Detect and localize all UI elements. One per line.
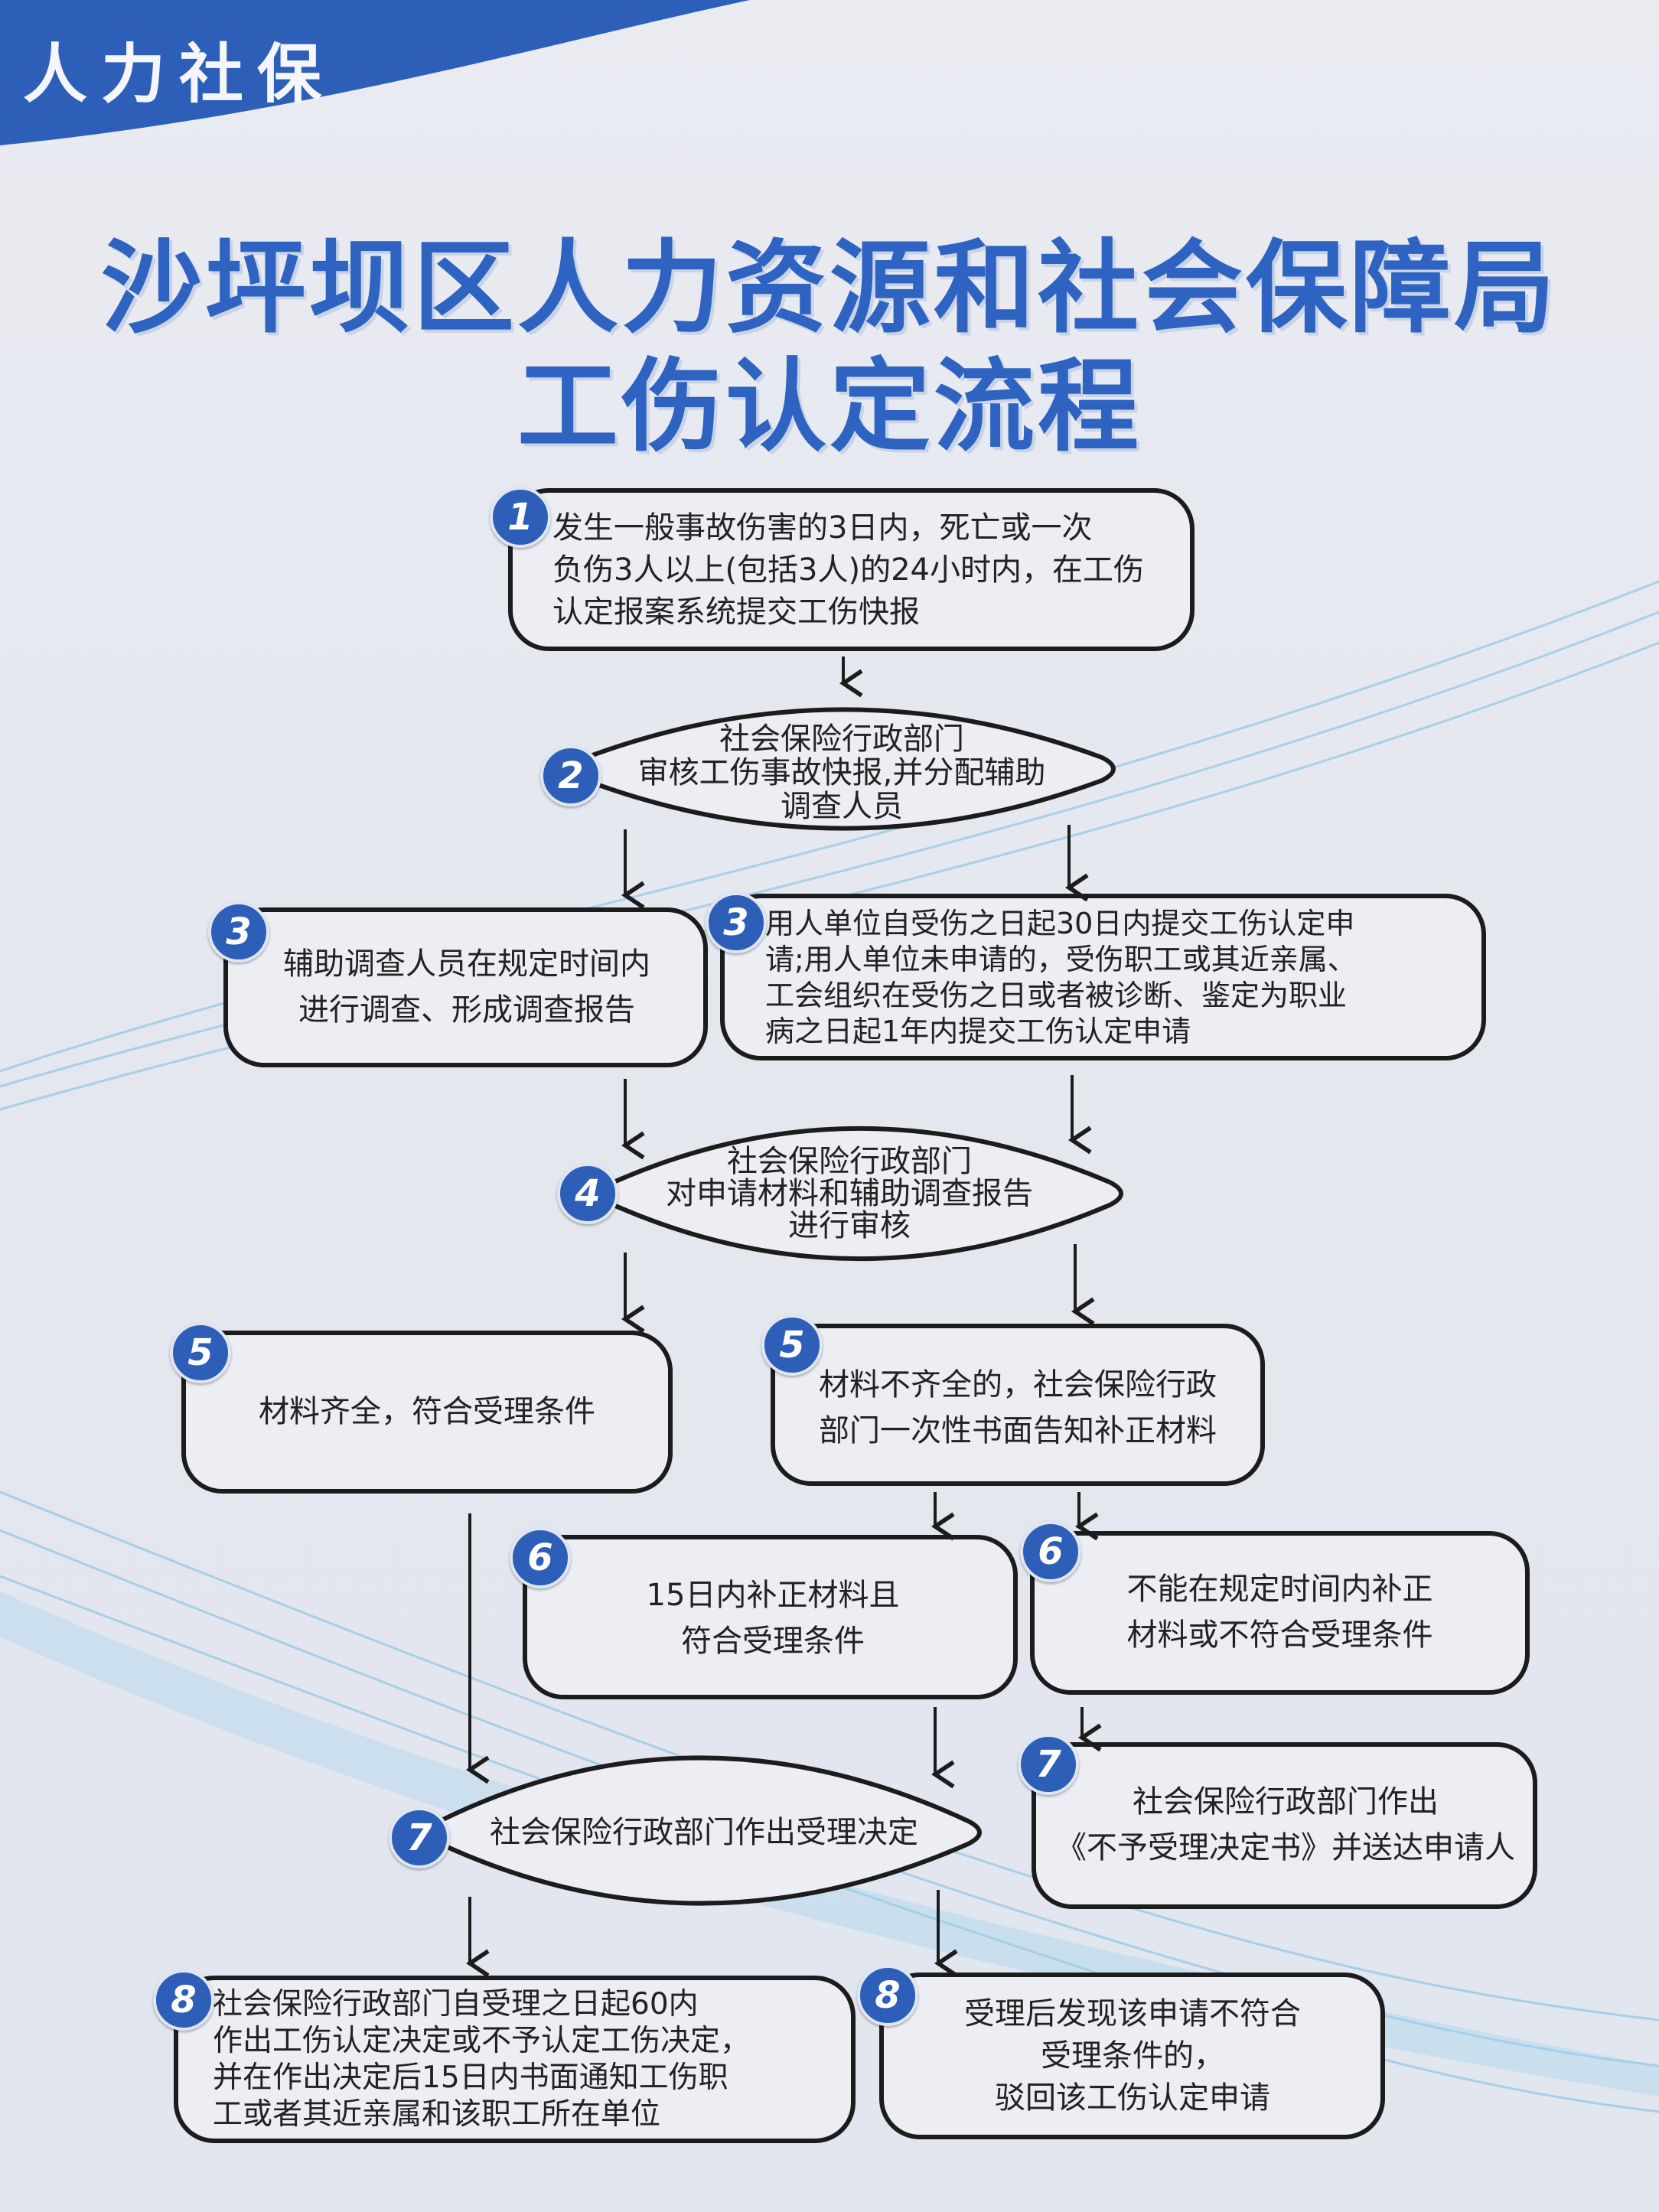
step-badge-6a: 6 bbox=[510, 1527, 571, 1588]
step1-box bbox=[508, 488, 1195, 651]
step5a-box bbox=[181, 1331, 673, 1494]
text-line: 病之日起1年内提交工伤认定申请 bbox=[765, 1015, 1191, 1048]
step4-text: 社会保险行政部门 对申请材料和辅助调查报告 进行审核 bbox=[620, 1136, 1079, 1251]
step2-text: 社会保险行政部门 审核工伤事故快报,并分配辅助 调查人员 bbox=[612, 715, 1071, 830]
text-line: 社会保险行政部门作出 bbox=[1133, 1784, 1439, 1819]
step8b-box bbox=[879, 1973, 1385, 2139]
text-line: 社会保险行政部门 bbox=[719, 722, 964, 757]
step-badge-7a: 7 bbox=[389, 1807, 450, 1868]
step5a-text: 材料齐全，符合受理条件 bbox=[191, 1339, 663, 1484]
text-line: 对申请材料和辅助调查报告 bbox=[666, 1176, 1033, 1211]
step-badge-4: 4 bbox=[557, 1163, 618, 1224]
step2-diamond bbox=[564, 707, 1116, 831]
step-badge-3a: 3 bbox=[208, 901, 269, 963]
step-badge-3b: 3 bbox=[706, 892, 767, 953]
step5b-box bbox=[771, 1324, 1265, 1486]
step3b-box bbox=[720, 894, 1486, 1060]
page-title: 沙坪坝区人力资源和社会保障局 bbox=[101, 230, 1558, 347]
text-line: 不能在规定时间内补正 bbox=[1126, 1572, 1433, 1607]
step-badge-8b: 8 bbox=[857, 1965, 918, 2026]
header-band bbox=[0, 0, 750, 145]
text-line: 负伤3人以上(包括3人)的24小时内，在工伤 bbox=[552, 552, 1145, 588]
step7a-diamond bbox=[422, 1755, 982, 1906]
text-line: 驳回该工伤认定申请 bbox=[995, 2080, 1270, 2116]
step6a-text: 15日内补正材料且 符合受理条件 bbox=[536, 1546, 1010, 1691]
text-line: 材料或不符合受理条件 bbox=[1126, 1617, 1433, 1653]
step-badge-1: 1 bbox=[490, 487, 551, 548]
step7b-box bbox=[1032, 1742, 1537, 1909]
step3b-text: 用人单位自受伤之日起30日内提交工伤认定申 请;用人单位未申请的，受伤职工或其近… bbox=[765, 901, 1477, 1054]
text-line: 工会组织在受伤之日或者被诊断、鉴定为职业 bbox=[765, 979, 1348, 1012]
text-line: 请;用人单位未申请的，受伤职工或其近亲属、 bbox=[765, 943, 1357, 976]
step8a-box bbox=[174, 1976, 856, 2143]
step8b-text: 受理后发现该申请不符合 受理条件的， 驳回该工伤认定申请 bbox=[891, 1983, 1374, 2129]
text-line: 社会保险行政部门 bbox=[727, 1144, 972, 1179]
text-line: 发生一般事故伤害的3日内，死亡或一次 bbox=[552, 510, 1093, 546]
step4-diamond bbox=[595, 1126, 1123, 1262]
step-badge-5a: 5 bbox=[170, 1322, 231, 1383]
text-line: 材料不齐全的，社会保险行政 bbox=[819, 1367, 1217, 1402]
text-line: 社会保险行政部门自受理之日起60内 bbox=[213, 1987, 699, 2021]
step6b-box bbox=[1030, 1531, 1530, 1695]
step6a-box bbox=[523, 1535, 1018, 1699]
text-line: 《不予受理决定书》并送达申请人 bbox=[1056, 1830, 1515, 1865]
text-line: 认定报案系统提交工伤快报 bbox=[552, 594, 920, 630]
text-line: 受理后发现该申请不符合 bbox=[964, 1995, 1301, 2031]
step3a-text: 辅助调查人员在规定时间内 进行调查、形成调查报告 bbox=[237, 914, 696, 1060]
text-line: 作出工伤认定决定或不予认定工伤决定， bbox=[213, 2024, 751, 2058]
text-line: 15日内补正材料且 bbox=[646, 1578, 900, 1613]
text-line: 审核工伤事故快报,并分配辅助 bbox=[637, 755, 1046, 790]
text-line: 辅助调查人员在规定时间内 bbox=[283, 946, 650, 982]
brand-label: 人力社保 bbox=[23, 37, 336, 112]
step-badge-7b: 7 bbox=[1018, 1734, 1079, 1795]
step-badge-8a: 8 bbox=[153, 1969, 214, 2031]
text-line: 调查人员 bbox=[781, 789, 903, 824]
text-line: 材料齐全，符合受理条件 bbox=[259, 1393, 595, 1429]
step5b-text: 材料不齐全的，社会保险行政 部门一次性书面告知补正材料 bbox=[781, 1335, 1255, 1481]
page-subtitle: 工伤认定流程 bbox=[517, 348, 1142, 466]
text-line: 社会保险行政部门作出受理决定 bbox=[490, 1814, 918, 1850]
text-line: 部门一次性书面告知补正材料 bbox=[819, 1413, 1217, 1448]
step7b-text: 社会保险行政部门作出 《不予受理决定书》并送达申请人 bbox=[1037, 1752, 1534, 1898]
text-line: 进行审核 bbox=[788, 1208, 911, 1243]
text-line: 受理条件的， bbox=[1041, 2038, 1224, 2074]
text-line: 并在作出决定后15日内书面通知工伤职 bbox=[213, 2061, 728, 2095]
step-badge-6b: 6 bbox=[1020, 1521, 1081, 1582]
step6b-text: 不能在规定时间内补正 材料或不符合受理条件 bbox=[1041, 1539, 1519, 1685]
text-line: 工或者其近亲属和该职工所在单位 bbox=[213, 2097, 661, 2132]
step8a-text: 社会保险行政部门自受理之日起60内 作出工伤认定决定或不予认定工伤决定， 并在作… bbox=[213, 1983, 848, 2136]
step7a-text: 社会保险行政部门作出受理决定 bbox=[451, 1798, 957, 1867]
step-badge-2: 2 bbox=[540, 745, 601, 806]
step1-text: 发生一般事故伤害的3日内，死亡或一次 负伤3人以上(包括3人)的24小时内，在工… bbox=[552, 501, 1180, 639]
step-badge-5b: 5 bbox=[761, 1314, 823, 1376]
text-line: 进行调查、形成调查报告 bbox=[298, 992, 635, 1028]
step3a-box bbox=[223, 907, 708, 1067]
text-line: 符合受理条件 bbox=[681, 1624, 865, 1659]
text-line: 用人单位自受伤之日起30日内提交工伤认定申 bbox=[765, 907, 1355, 940]
